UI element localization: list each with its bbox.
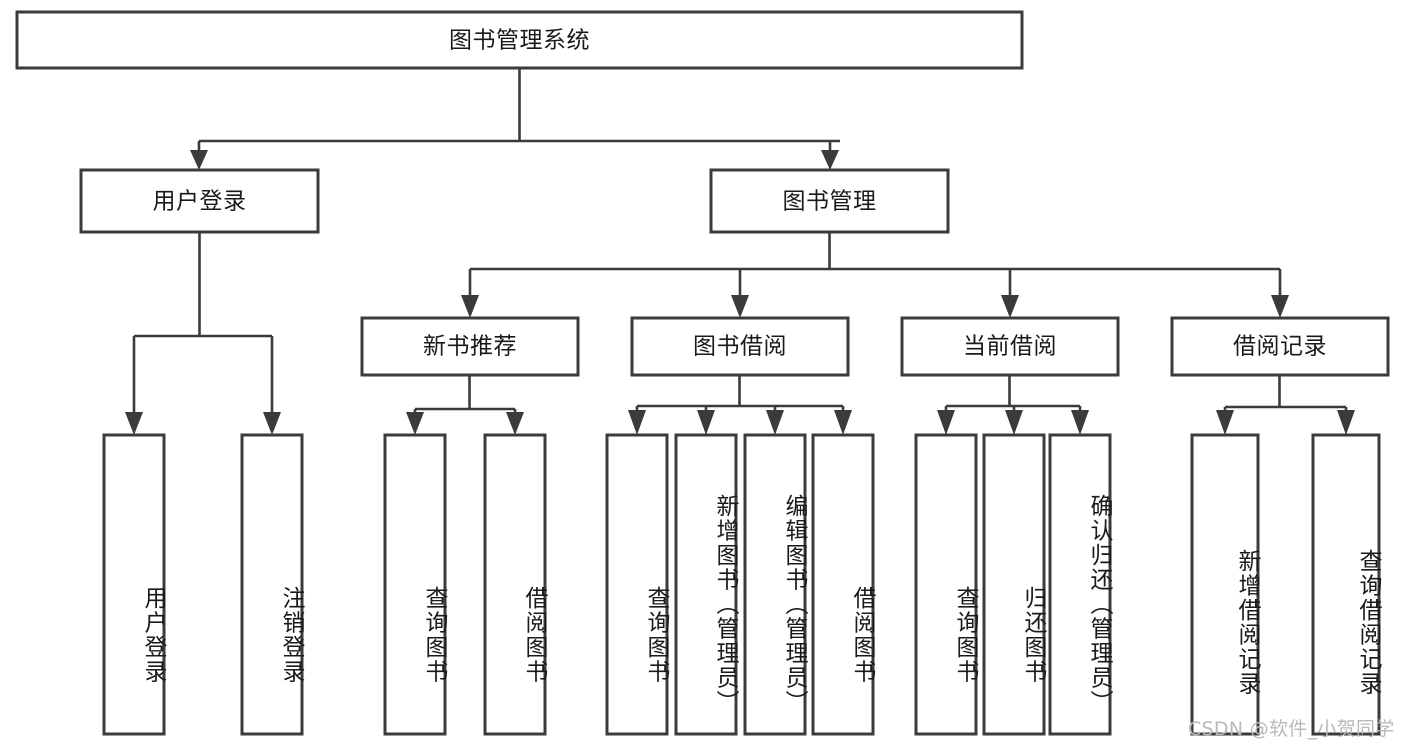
node-box-borrow-record[interactable] — [1170, 316, 1390, 377]
arrow-head-book-borrow — [731, 295, 749, 318]
node-box-user-login[interactable] — [79, 168, 320, 234]
arrow-head-leaf-return-book — [1005, 410, 1023, 435]
arrow-head-borrow-record — [1271, 295, 1289, 318]
node-box-leaf-confirm-return-admin[interactable] — [1048, 433, 1112, 736]
node-box-new-book-recommend[interactable] — [360, 316, 580, 377]
node-box-book-management[interactable] — [709, 168, 950, 234]
node-label-book-management: 图书管理 — [783, 189, 877, 215]
node-box-leaf-user-login[interactable] — [102, 433, 166, 736]
node-box-leaf-return-book[interactable] — [982, 433, 1046, 736]
arrow-head-leaf-logout-login — [263, 412, 281, 435]
node-box-root[interactable] — [15, 10, 1024, 70]
arrow-head-user-login — [190, 150, 208, 170]
node-box-leaf-query-book-recommend[interactable] — [383, 433, 447, 736]
arrow-head-leaf-query-book-current — [937, 410, 955, 435]
arrow-head-leaf-edit-book-admin — [766, 410, 784, 435]
arrow-head-book-management — [821, 150, 839, 170]
arrow-head-leaf-add-book-admin — [697, 410, 715, 435]
node-box-leaf-edit-book-admin[interactable] — [743, 433, 807, 736]
arrow-head-current-borrow — [1001, 295, 1019, 318]
arrow-head-new-book-recommend — [461, 295, 479, 318]
watermark-text: CSDN @软件_小贺同学 — [1188, 718, 1395, 740]
arrow-head-leaf-borrow-book — [834, 410, 852, 435]
node-label-book-borrow: 图书借阅 — [693, 334, 787, 360]
node-label-borrow-record: 借阅记录 — [1233, 334, 1327, 360]
arrow-head-leaf-query-borrow-record — [1337, 410, 1355, 435]
node-label-new-book-recommend: 新书推荐 — [423, 334, 517, 360]
node-box-leaf-add-book-admin[interactable] — [674, 433, 738, 736]
node-box-leaf-borrow-book-recommend[interactable] — [483, 433, 547, 736]
node-label-user-login: 用户登录 — [153, 189, 247, 215]
node-label-root: 图书管理系统 — [449, 28, 590, 54]
node-box-leaf-query-book-borrow[interactable] — [605, 433, 669, 736]
node-box-current-borrow[interactable] — [900, 316, 1120, 377]
node-box-leaf-add-borrow-record[interactable] — [1190, 433, 1260, 736]
arrow-head-leaf-query-book-borrow — [628, 410, 646, 435]
node-box-leaf-query-book-current[interactable] — [914, 433, 978, 736]
node-label-current-borrow: 当前借阅 — [963, 334, 1057, 360]
connector-layer — [125, 68, 1355, 435]
arrow-head-leaf-borrow-book-recommend — [506, 412, 524, 435]
node-box-leaf-borrow-book[interactable] — [811, 433, 875, 736]
arrow-head-leaf-query-book-recommend — [406, 412, 424, 435]
node-box-leaf-logout-login[interactable] — [240, 433, 304, 736]
node-box-layer: 图书管理系统 用户登录 图书管理 新书推荐 图书借阅 当前借阅 借阅记录 — [15, 10, 1390, 736]
arrow-head-leaf-user-login — [125, 412, 143, 435]
node-box-leaf-query-borrow-record[interactable] — [1311, 433, 1381, 736]
node-box-book-borrow[interactable] — [630, 316, 850, 377]
arrow-head-leaf-confirm-return-admin — [1071, 410, 1089, 435]
arrow-head-leaf-add-borrow-record — [1216, 410, 1234, 435]
